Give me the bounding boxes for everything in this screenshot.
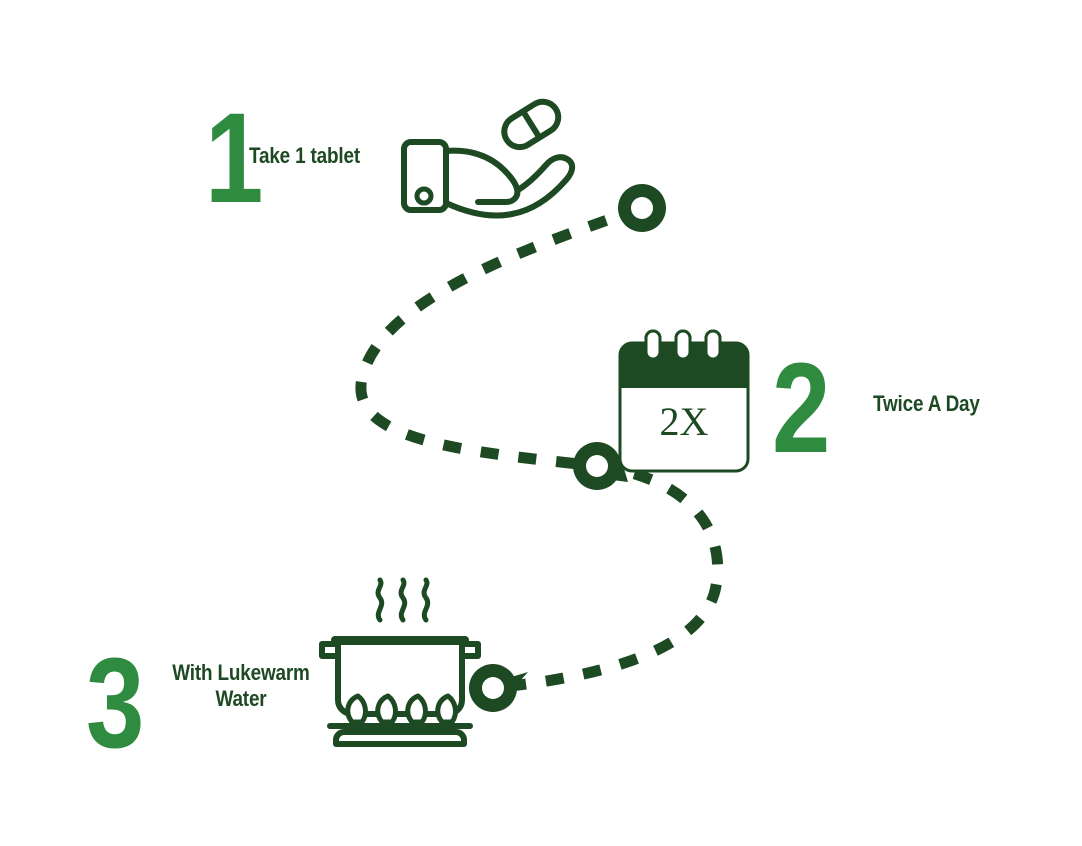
burner-base [333, 729, 467, 747]
open-palm-icon [443, 147, 576, 219]
capsule-pill-icon [501, 98, 562, 151]
steam-icon [375, 577, 431, 623]
step-2-label: Twice A Day [873, 391, 980, 416]
path-segment-1-to-2 [355, 202, 644, 472]
dashed-flow-path [355, 202, 724, 694]
path-markers [469, 184, 666, 712]
path-marker-step-1 [618, 184, 666, 232]
step-3-label: With Lukewarm Water [161, 660, 321, 712]
step-2-number: 2 [772, 337, 831, 480]
path-segment-2-to-3 [492, 460, 724, 694]
step-1-label: Take 1 tablet [249, 143, 360, 168]
step-3-label-line-1: With Lukewarm [172, 660, 310, 685]
boiling-pot-icon [319, 577, 481, 747]
step-1-number: 1 [205, 87, 264, 230]
pot-rim [331, 636, 469, 645]
hand-with-pill-icon [401, 98, 576, 219]
path-marker-step-3 [469, 664, 528, 712]
path-marker-step-2 [573, 442, 628, 490]
calendar-icon: 2X [618, 329, 750, 473]
sleeve-cuff-icon [401, 139, 449, 213]
pot-body [335, 642, 465, 717]
step-3-label-line-2: Water [215, 685, 267, 711]
calendar-frequency-value: 2X [660, 399, 709, 444]
burner-flames-icon [345, 693, 458, 725]
step-3-number: 3 [86, 632, 145, 775]
calendar-rings-front [644, 329, 722, 361]
pot-handles [319, 641, 481, 659]
